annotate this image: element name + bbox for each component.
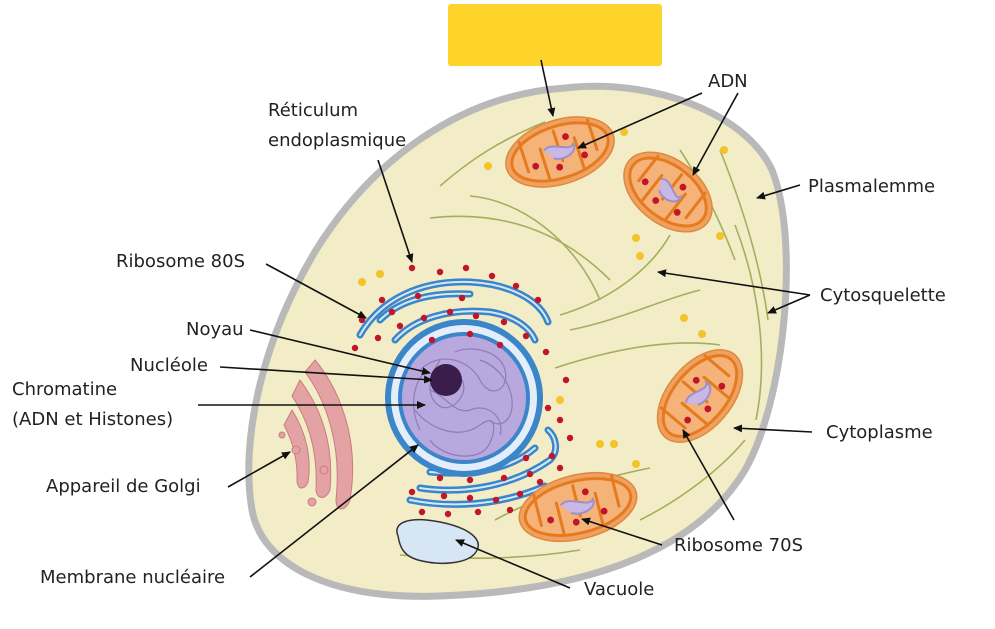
label-ribosome-70s: Ribosome 70S [674, 535, 803, 556]
ribosome-dot [408, 264, 416, 272]
ribosome-dot [496, 341, 504, 349]
ribosome-dot [512, 282, 520, 290]
ribosomes-80s [351, 264, 574, 518]
ribosome-dot [500, 474, 508, 482]
granule [698, 330, 706, 338]
mitochondrion [623, 151, 713, 233]
nucleus [385, 319, 543, 477]
label-adn: ADN [708, 71, 748, 92]
ribosome-dot [488, 272, 496, 280]
ribosome-dot [440, 492, 448, 500]
label-vacuole: Vacuole [584, 579, 655, 600]
mitochondrion [656, 349, 744, 443]
ribosome-dot [462, 264, 470, 272]
title-highlight-box [448, 4, 662, 66]
granule [632, 234, 640, 242]
ribosome-dot [472, 312, 480, 320]
ribosome-dot [466, 330, 474, 338]
granule [620, 128, 628, 136]
label-membrane-nucleaire: Membrane nucléaire [40, 567, 226, 588]
ribosome-dot [374, 334, 382, 342]
ribosome-dot [428, 336, 436, 344]
ribosome-dot [516, 490, 524, 498]
ribosome-dot [522, 332, 530, 340]
chromatine [413, 348, 513, 457]
ribosome-dot [500, 318, 508, 326]
granule [720, 146, 728, 154]
label-nucleole: Nucléole [130, 355, 208, 376]
ribosome-dot [351, 344, 359, 352]
mitochondrion [518, 471, 638, 543]
ribosome-dot [506, 506, 514, 514]
ribosome-dot [474, 508, 482, 516]
granule [680, 314, 688, 322]
mitochondria [505, 116, 744, 543]
ribosome-dot [388, 308, 396, 316]
ribosome-dot [458, 294, 466, 302]
ribosome-dot [556, 416, 564, 424]
ribosome-dot [556, 464, 564, 472]
granule [632, 460, 640, 468]
granule [716, 232, 724, 240]
ribosome-dot [548, 452, 556, 460]
label-cytoplasme: Cytoplasme [826, 422, 933, 443]
ribosome-dot [408, 488, 416, 496]
mitochondrion [505, 116, 615, 188]
ribosome-dot [436, 268, 444, 276]
cytoplasmic-granules [358, 128, 728, 468]
ribosome-dot [566, 434, 574, 442]
vacuole [396, 518, 479, 565]
granule [596, 440, 604, 448]
ribosome-dot [526, 470, 534, 478]
ribosome-dot [446, 308, 454, 316]
nucleolus [430, 364, 462, 396]
ribosome-dot [436, 474, 444, 482]
label-plasmalemme: Plasmalemme [808, 176, 936, 197]
granule [484, 162, 492, 170]
ribosome-dot [420, 314, 428, 322]
ribosome-dot [414, 292, 422, 300]
ribosome-dot [444, 510, 452, 518]
label-ribosome-80s: Ribosome 80S [116, 251, 245, 272]
label-golgi: Appareil de Golgi [46, 476, 201, 497]
granule [358, 278, 366, 286]
granule [556, 396, 564, 404]
ribosome-dot [522, 454, 530, 462]
label-chromatine: Chromatine (ADN et Histones) [12, 379, 174, 430]
ribosome-dot [544, 404, 552, 412]
ribosome-dot [534, 296, 542, 304]
ribosome-dot [396, 322, 404, 330]
cytoskeleton [399, 121, 769, 560]
ribosome-dot [466, 476, 474, 484]
ribosome-dot [536, 478, 544, 486]
golgi-apparatus [278, 359, 354, 510]
ribosome-dot [378, 296, 386, 304]
ribosome-dot [562, 376, 570, 384]
ribosome-dot [492, 496, 500, 504]
label-noyau: Noyau [186, 319, 244, 340]
pointer-lines [198, 59, 813, 589]
granule [636, 252, 644, 260]
granule [610, 440, 618, 448]
label-cytosquelette: Cytosquelette [820, 285, 946, 306]
ribosome-dot [542, 348, 550, 356]
ribosome-dot [418, 508, 426, 516]
ribosome-dot [466, 494, 474, 502]
granule [376, 270, 384, 278]
label-reticulum: Réticulum endoplasmique [268, 100, 407, 151]
